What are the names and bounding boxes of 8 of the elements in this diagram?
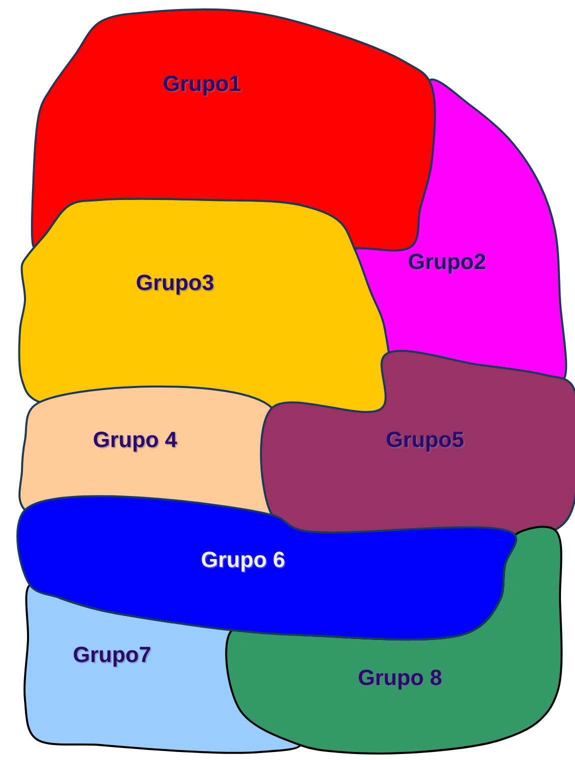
region-label: Grupo 4 (92, 427, 178, 453)
region-label: Grupo3 (136, 270, 214, 296)
region-label: Grupo 8 (358, 665, 442, 691)
region-label: Grupo7 (72, 642, 152, 668)
region-label: Grupo1 (162, 71, 242, 97)
region-label: Grupo2 (408, 249, 486, 275)
region-label: Grupo 6 (200, 547, 286, 573)
region-label: Grupo5 (386, 427, 464, 453)
